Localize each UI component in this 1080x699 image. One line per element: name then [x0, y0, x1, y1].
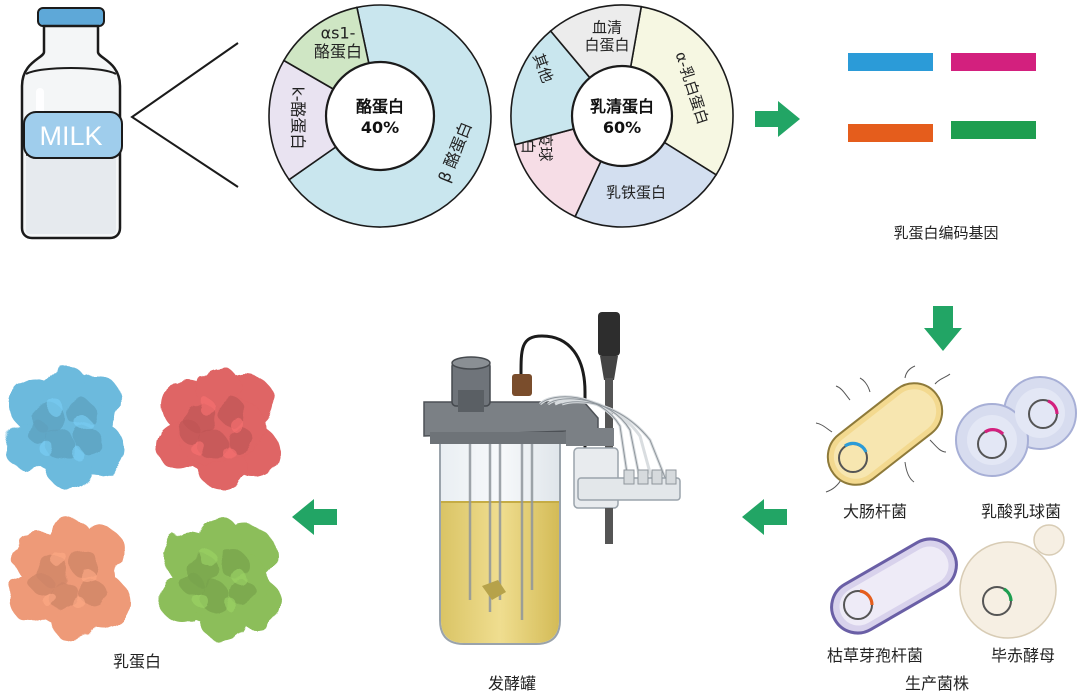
protein-label: 乳蛋白 — [112, 652, 162, 671]
donut-center-title: 酪蛋白 — [356, 97, 404, 116]
gene-label: 乳蛋白编码基因 — [893, 224, 999, 242]
arrow-left-strains — [742, 499, 787, 535]
donut-center-title: 乳清蛋白 — [590, 97, 654, 116]
donut-segment-label: k-酪蛋白 — [288, 86, 307, 149]
protein-green — [158, 518, 280, 642]
donut-segment: 血清白蛋白 — [549, 4, 643, 79]
donut-center-pct: 40% — [361, 118, 399, 137]
donut-center-pct: 60% — [603, 118, 641, 137]
gene-bar — [848, 124, 933, 142]
strain-lactococcus-label: 乳酸乳球菌 — [980, 502, 1062, 521]
donut-segment: β 酪蛋白 — [287, 4, 492, 228]
donut-segment-label: αs1-酪蛋白 — [314, 23, 362, 60]
gene-bar — [848, 53, 933, 71]
protein-red — [156, 366, 278, 490]
bacillus — [830, 537, 958, 635]
arrow-left-fermenter — [292, 499, 337, 535]
gene-bar — [951, 53, 1036, 71]
donut-segment-label: 乳铁蛋白 — [606, 183, 666, 201]
donut-segment: 乳铁蛋白 — [574, 141, 718, 228]
donut-segment: 其他 — [510, 29, 591, 146]
lactococcus — [955, 376, 1077, 477]
strain-ecoli-label: 大肠杆菌 — [842, 502, 908, 521]
whey-donut: α-乳白蛋白乳铁蛋白免疫球蛋白其他血清白蛋白乳清蛋白60% — [510, 4, 734, 228]
ecoli — [815, 365, 951, 493]
gene-bar — [951, 121, 1036, 139]
milk-label: MILK — [39, 121, 102, 151]
arrow-right — [755, 101, 800, 137]
pichia — [959, 524, 1065, 639]
donut-segment-label: 血清白蛋白 — [584, 19, 629, 54]
strain-bacillus-label: 枯草芽孢杆菌 — [826, 646, 924, 665]
fermenter-label: 发酵罐 — [487, 674, 537, 693]
protein-orange — [8, 518, 130, 642]
milk-bottle: MILK — [20, 7, 239, 240]
arrow-down — [924, 306, 962, 351]
strain-pichia-label: 毕赤酵母 — [990, 646, 1056, 665]
strains-group-label: 生产菌株 — [904, 674, 970, 693]
gene-bars — [848, 53, 1036, 142]
protein-blue — [4, 366, 126, 490]
fermenter — [423, 312, 681, 645]
donut-segment: αs1-酪蛋白 — [282, 6, 370, 91]
